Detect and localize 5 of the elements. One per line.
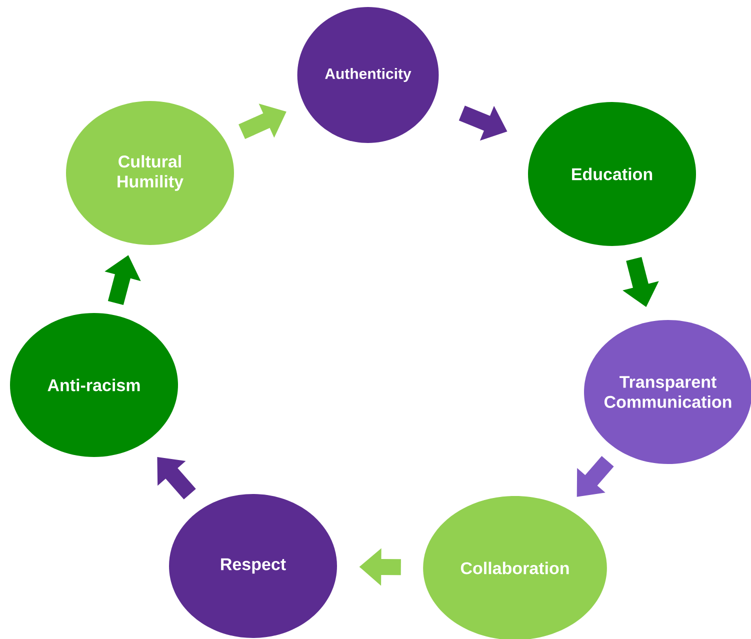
ellipse-node: Respect <box>169 494 337 638</box>
ellipse-node: Anti-racism <box>10 313 178 457</box>
ellipse-node: Authenticity <box>297 7 439 143</box>
ellipse-node: Cultural Humility <box>66 101 234 245</box>
ellipse-node: Education <box>528 102 696 246</box>
